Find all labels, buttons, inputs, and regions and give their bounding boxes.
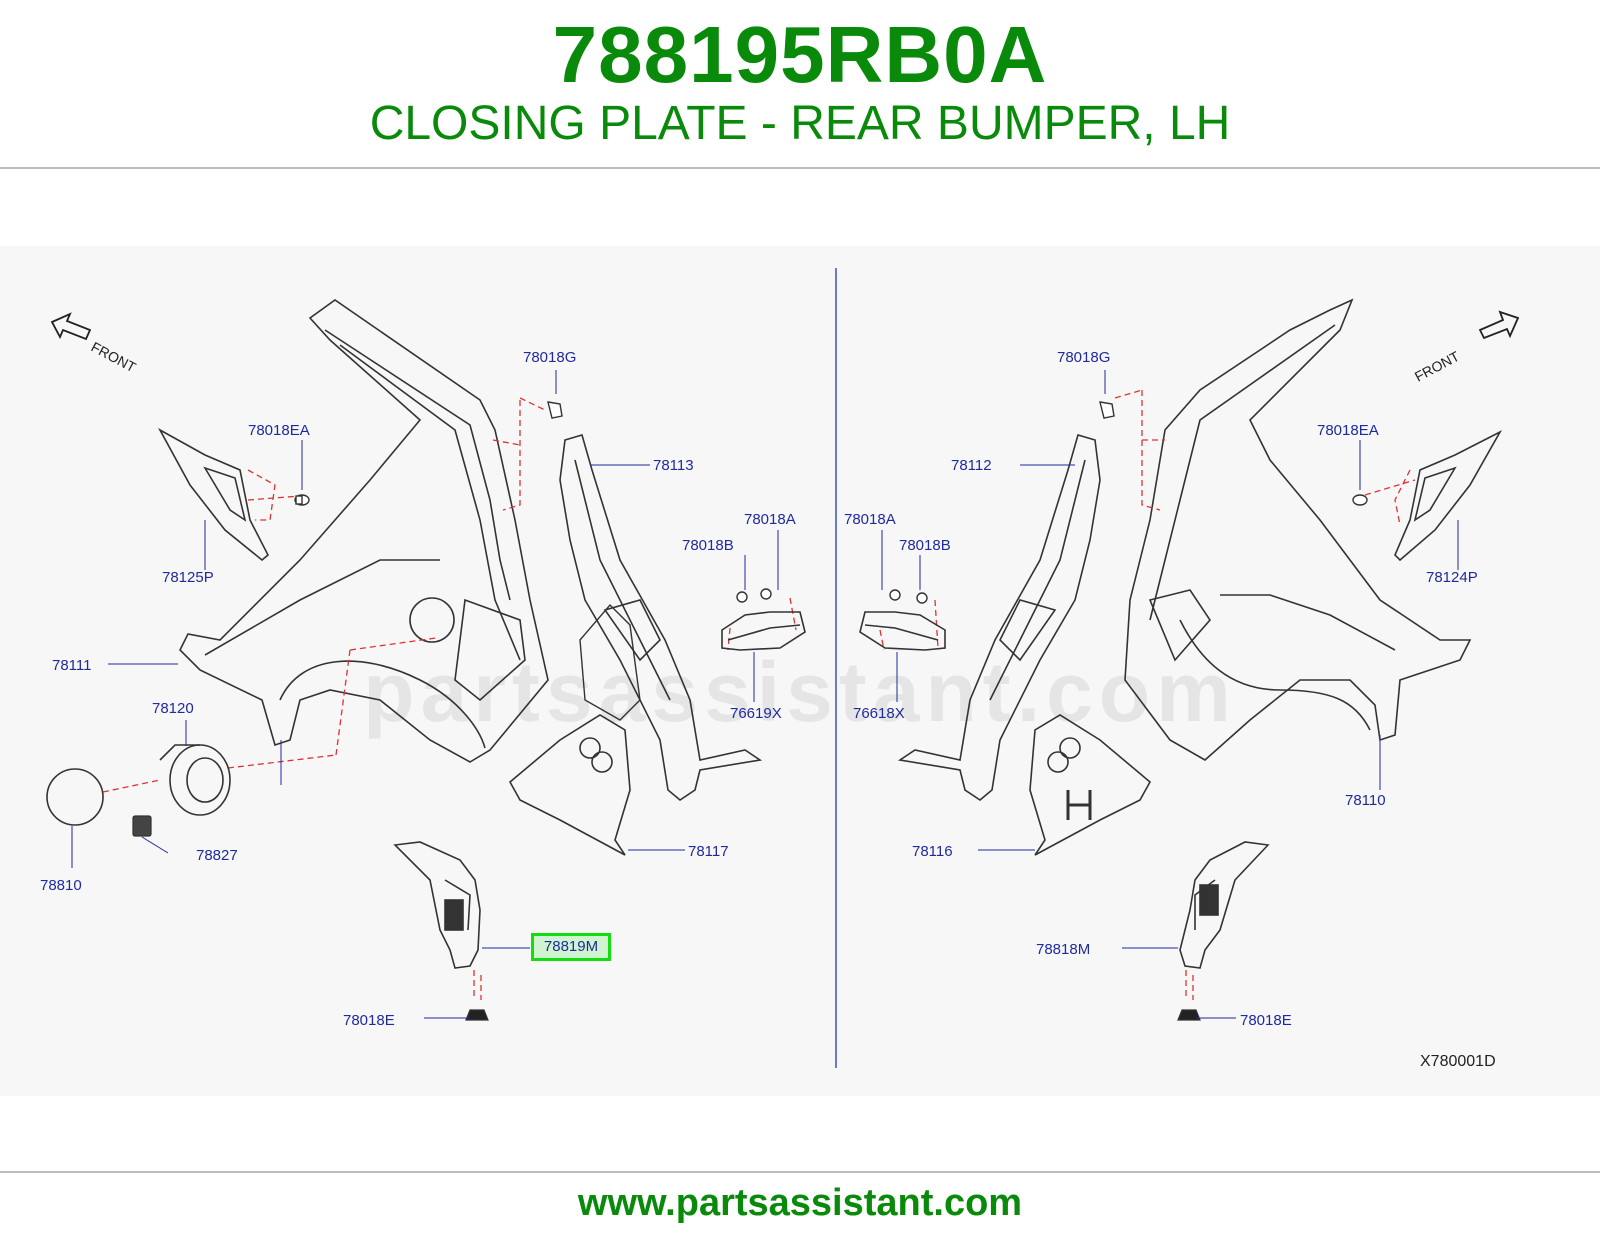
pillar-78113	[559, 434, 763, 801]
clip-dash-lines-right	[879, 389, 1416, 1000]
callout-78111: 78111	[52, 657, 92, 674]
leader-lines-right	[881, 370, 1459, 1019]
closing-plate-78818m	[1179, 841, 1270, 969]
diagram-background	[0, 246, 1600, 1096]
trim-78124p	[1394, 430, 1503, 562]
callout-78810: 78810	[40, 877, 82, 894]
filler-housing-78120	[159, 744, 231, 816]
panel-78116	[1029, 714, 1152, 856]
leader-lines-left	[71, 370, 779, 1019]
callout-78018g-left: 78018G	[523, 349, 576, 366]
fuel-lid-78810	[46, 768, 104, 826]
bolt-78018a-left	[760, 588, 772, 600]
clip-dash-lines-left	[102, 397, 797, 1000]
clip-78018g-right	[1099, 401, 1115, 419]
bolt-78018a-right	[889, 589, 901, 601]
front-label-left: FRONT	[89, 339, 139, 376]
page-header: 788195RB0A CLOSING PLATE - REAR BUMPER, …	[0, 0, 1600, 168]
header-divider	[0, 167, 1600, 169]
pillar-78112	[897, 434, 1101, 801]
callout-78112: 78112	[951, 457, 992, 474]
watermark: partsassistant.com	[363, 645, 1237, 739]
callout-78018a-right: 78018A	[844, 511, 896, 528]
callout-78018b-left: 78018B	[682, 537, 734, 554]
quarter-panel-right	[1124, 298, 1472, 761]
bracket-76618x	[859, 611, 946, 651]
closing-plate-78819m	[393, 841, 481, 969]
callout-78018ea-left: 78018EA	[248, 422, 310, 439]
callout-76618x: 76618X	[853, 705, 905, 722]
callout-78018e-right: 78018E	[1240, 1012, 1292, 1029]
callout-78116: 78116	[912, 843, 953, 860]
callout-78018g-right: 78018G	[1057, 349, 1110, 366]
nut-78018b-left	[736, 591, 748, 603]
footer-divider	[0, 1171, 1600, 1173]
callout-78113: 78113	[653, 457, 694, 474]
callout-78827: 78827	[196, 847, 238, 864]
callout-78117: 78117	[688, 843, 729, 860]
callout-78018a-left: 78018A	[744, 511, 796, 528]
front-arrow-right-icon	[1478, 310, 1520, 340]
callout-78018ea-right: 78018EA	[1317, 422, 1379, 439]
quarter-panel-left	[179, 299, 549, 763]
callout-78018b-right: 78018B	[899, 537, 951, 554]
part-number: 788195RB0A	[552, 10, 1048, 99]
callout-78018e-left: 78018E	[343, 1012, 395, 1029]
front-arrow-left-icon	[50, 312, 92, 341]
callout-78124p: 78124P	[1426, 569, 1478, 586]
callout-78110: 78110	[1345, 792, 1386, 809]
callout-78120: 78120	[152, 700, 194, 717]
bracket-76619x	[721, 611, 806, 651]
diagram-code: X780001D	[1420, 1053, 1496, 1070]
clip-78018e-right	[1177, 1009, 1201, 1021]
panel-78117	[508, 714, 631, 856]
front-label-right: FRONT	[1412, 348, 1462, 385]
callout-78125p: 78125P	[162, 569, 214, 586]
highlighted-part-box[interactable]	[531, 933, 611, 961]
callout-76619x: 76619X	[730, 705, 782, 722]
latch-78827	[132, 815, 152, 837]
nut-78018b-right	[916, 592, 928, 604]
clip-78018ea-left	[294, 494, 310, 506]
clip-78018ea-right	[1352, 494, 1368, 506]
callout-78819m-highlighted[interactable]: 78819M	[543, 938, 599, 955]
callout-78818m: 78818M	[1036, 941, 1090, 958]
panel-78117-back	[579, 603, 641, 721]
part-title: CLOSING PLATE - REAR BUMPER, LH	[369, 97, 1231, 150]
trim-78125p	[157, 427, 270, 562]
clip-78018e-left	[465, 1009, 489, 1021]
footer-url-link[interactable]: www.partsassistant.com	[577, 1182, 1023, 1224]
clip-78018g-left	[547, 401, 563, 419]
